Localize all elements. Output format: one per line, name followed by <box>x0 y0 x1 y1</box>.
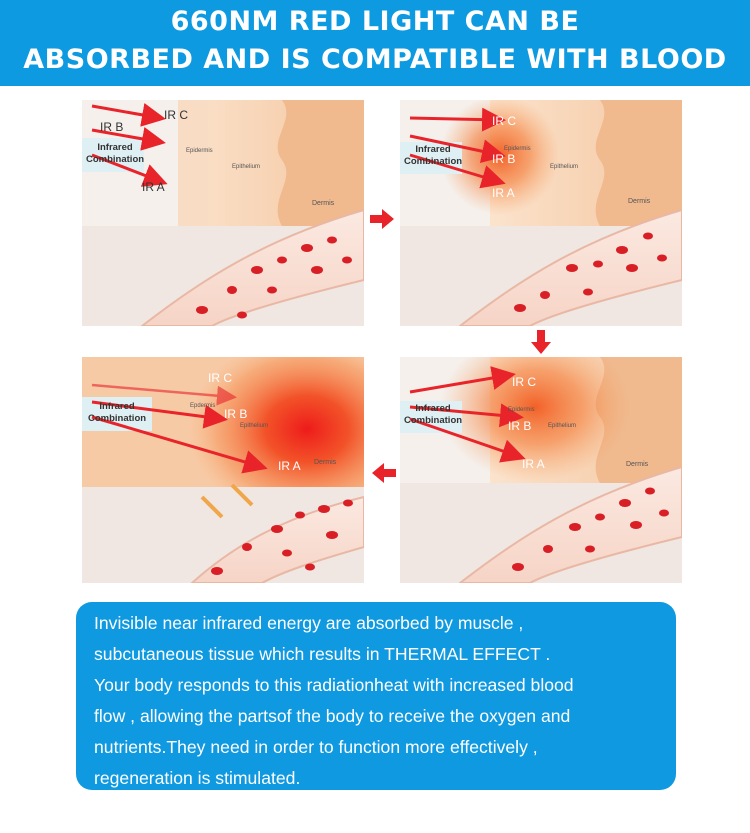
title-line-1: 660NM RED LIGHT CAN BE <box>170 6 580 37</box>
ir-b-label: IR B <box>508 419 532 433</box>
dermis-label: Dermis <box>314 459 337 466</box>
combo-line-1: Infrared <box>97 142 133 153</box>
arrow-right-icon <box>370 209 394 229</box>
epithelium-label: Epithelium <box>240 423 269 429</box>
title-banner: 660NM RED LIGHT CAN BE ABSORBED AND IS C… <box>0 0 750 86</box>
combo-line-2: Combination <box>88 413 147 424</box>
description-line-4: flow , allowing the partsof the body to … <box>94 706 571 726</box>
description-line-1: Invisible near infrared energy are absor… <box>94 613 524 633</box>
arrow-left-icon <box>372 463 396 483</box>
description-line-2: subcutaneous tissue which results in THE… <box>94 644 551 664</box>
dermis-label: Dermis <box>628 198 651 205</box>
combo-line-1: Infrared <box>99 401 135 412</box>
epithelium-label: Epithelium <box>550 164 579 170</box>
infrared-combination-label: Infrared Combination <box>88 401 146 425</box>
stage-2-panel: IR C IR B IR A Infrared Combination Epid… <box>400 100 682 326</box>
ir-a-label: IR A <box>142 180 165 194</box>
description-box: Invisible near infrared energy are absor… <box>76 602 676 790</box>
infrared-combination-label: Infrared Combination <box>404 144 462 168</box>
title-line-2: ABSORBED AND IS COMPATIBLE WITH BLOOD <box>23 44 727 75</box>
combo-line-2: Combination <box>404 415 463 426</box>
description-line-5: nutrients.They need in order to function… <box>94 737 538 757</box>
epidermis-label: Epidermis <box>504 146 531 152</box>
description-line-3: Your body responds to this radiationheat… <box>94 675 574 695</box>
epidermis-label: Epidermis <box>508 407 535 413</box>
combo-line-2: Combination <box>86 154 145 165</box>
stage-3-panel: IR C IR B IR A Infrared Combination Epid… <box>400 357 682 583</box>
combo-line-1: Infrared <box>415 144 451 155</box>
ir-a-label: IR A <box>492 186 515 200</box>
epithelium-label: Epithelium <box>232 164 261 170</box>
ir-b-label: IR B <box>492 152 516 166</box>
epithelium-label: Epithelium <box>548 423 577 429</box>
ir-b-label: IR B <box>100 120 124 134</box>
epidermis-label: Epidermis <box>186 148 213 154</box>
infrared-combination-label: Infrared Combination <box>404 403 462 427</box>
combo-line-2: Combination <box>404 156 463 167</box>
arrow-down-icon <box>531 330 551 354</box>
ir-c-label: IR C <box>164 108 188 122</box>
ir-c-label: IR C <box>512 375 536 389</box>
infrared-combination-label: Infrared Combination <box>86 142 144 166</box>
epidermis-label: Epdermis <box>190 403 216 409</box>
stage-1-panel: IR C IR B IR A Infrared Combination Epid… <box>82 100 364 326</box>
ir-a-label: IR A <box>278 459 301 473</box>
dermis-label: Dermis <box>626 461 649 468</box>
ir-c-label: IR C <box>492 114 516 128</box>
ir-b-label: IR B <box>224 407 248 421</box>
description-line-6: regeneration is stimulated. <box>94 768 301 788</box>
stage-4-panel: IR C IR B IR A Infrared Combination Epde… <box>82 357 364 583</box>
ir-c-label: IR C <box>208 371 232 385</box>
combo-line-1: Infrared <box>415 403 451 414</box>
ir-a-label: IR A <box>522 457 545 471</box>
dermis-label: Dermis <box>312 200 335 207</box>
